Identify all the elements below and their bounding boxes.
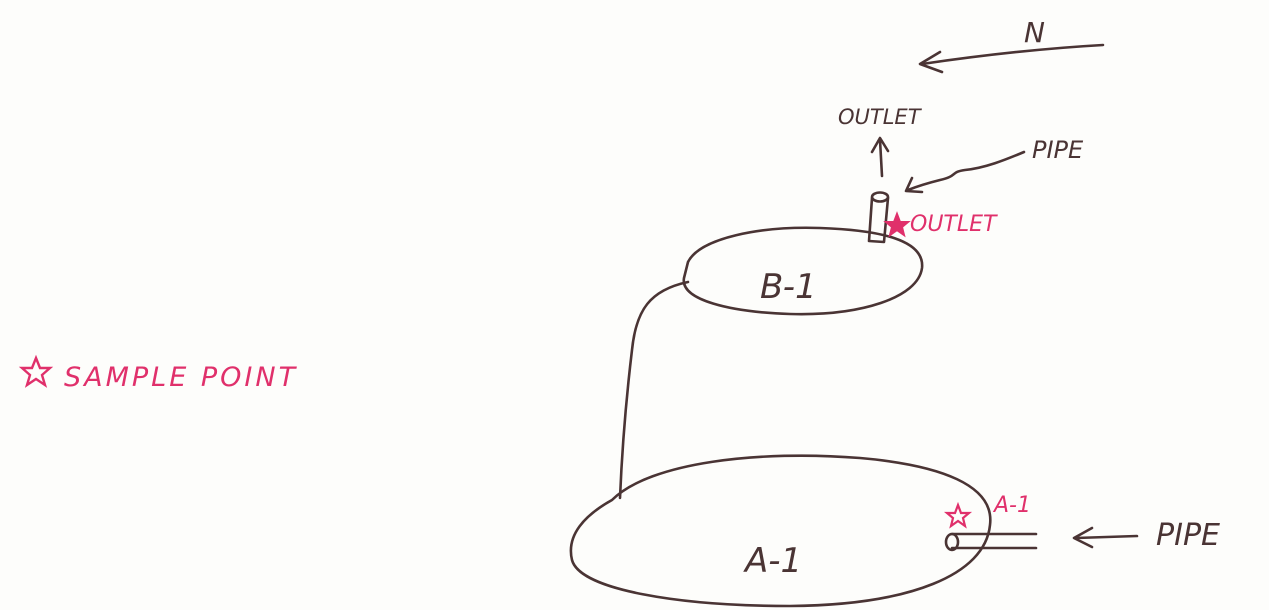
sample-point-outlet-label: OUTLET: [910, 212, 998, 237]
sample-point-outlet-star-icon: [883, 211, 911, 238]
connecting-channel: [618, 280, 690, 500]
sample-point-a1-label: A-1: [992, 493, 1031, 518]
pipe-label-bottom: PIPE: [1156, 518, 1220, 553]
legend: SAMPLE POINT: [18, 354, 298, 393]
pipe-arrow-bottom: [1072, 526, 1139, 549]
sample-point-outlet: OUTLET: [883, 211, 998, 238]
north-arrow: N: [918, 16, 1105, 74]
north-label: N: [1024, 16, 1045, 49]
pond-a1-label: A-1: [743, 541, 802, 581]
outlet-pipe: [867, 191, 890, 244]
outlet-label: OUTLET: [838, 105, 923, 129]
pond-b1-label: B-1: [760, 267, 817, 307]
inlet-pipe: [944, 532, 1038, 552]
pond-b1: B-1: [682, 226, 924, 316]
legend-text: SAMPLE POINT: [64, 362, 298, 393]
sample-point-a1: A-1: [943, 493, 1031, 529]
legend-star-icon: [18, 354, 54, 388]
outlet-flow-arrow: [870, 136, 890, 178]
sample-point-a1-star-icon: [943, 501, 973, 529]
pipe-label-top: PIPE: [1032, 136, 1084, 164]
pond-a1: A-1: [569, 454, 992, 608]
pipe-arrow-top: [904, 150, 1026, 194]
